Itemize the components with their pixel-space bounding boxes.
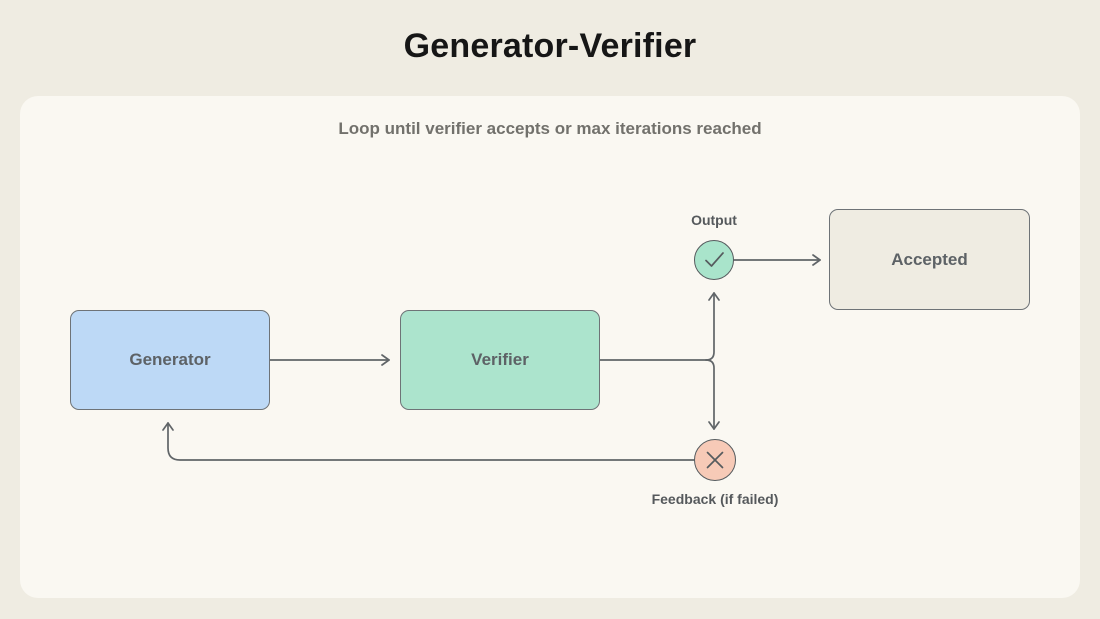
accepted-node: Accepted [829,209,1030,310]
generator-node-label: Generator [129,350,211,369]
accepted-node-label: Accepted [891,249,968,269]
verifier-node-label: Verifier [471,350,529,369]
loop-caption: Loop until verifier accepts or max itera… [338,119,762,138]
feedback-failure-indicator [694,439,736,481]
page-title: Generator-Verifier [403,27,697,65]
check-icon [705,252,724,267]
output-label: Output [691,212,737,228]
feedback-label: Feedback (if failed) [651,491,779,507]
generator-node: Generator [70,310,270,410]
verifier-node: Verifier [400,310,600,410]
output-success-indicator [694,240,734,280]
x-icon [706,451,724,469]
